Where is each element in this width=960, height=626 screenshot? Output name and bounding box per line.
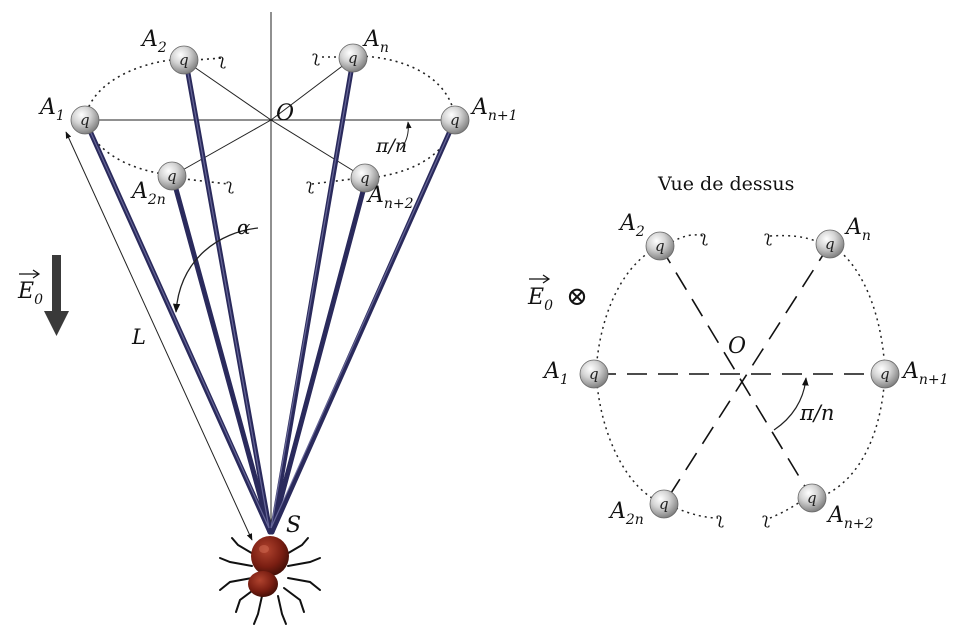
tilde-mark: ʅ bbox=[226, 175, 234, 194]
tilde-mark: ʅ bbox=[218, 50, 226, 69]
svg-text:q: q bbox=[450, 111, 460, 129]
charge-an2: q bbox=[350, 163, 380, 193]
charge-a1: q bbox=[70, 105, 100, 135]
top-circle-stub-an bbox=[769, 234, 819, 243]
tilde-mark: ʅ bbox=[700, 227, 708, 246]
top-charge-an1: q bbox=[870, 359, 900, 389]
top-label-an: An bbox=[844, 215, 871, 244]
side-view: L α q q q q q q ʅ ʅ ʅ bbox=[17, 12, 518, 625]
charge-circle-right-bottom bbox=[369, 117, 456, 179]
top-label-a2: A2 bbox=[618, 211, 645, 240]
charge-a2n: q bbox=[157, 161, 187, 191]
radius-a2n bbox=[171, 119, 272, 177]
label-an1: An+1 bbox=[470, 95, 518, 124]
charge-circle-stub-an2 bbox=[311, 177, 361, 185]
tilde-mark: ʅ bbox=[306, 175, 314, 194]
svg-text:E0: E0 bbox=[17, 279, 43, 308]
length-l-arrow bbox=[65, 131, 253, 541]
svg-text:q: q bbox=[880, 365, 890, 383]
svg-text:A2n: A2n bbox=[608, 499, 644, 528]
svg-text:q: q bbox=[589, 365, 599, 383]
top-charge-an: q bbox=[815, 229, 845, 259]
svg-text:q: q bbox=[659, 495, 669, 513]
thread-a2n bbox=[170, 175, 273, 535]
center-o-label-side: O bbox=[276, 101, 294, 126]
field-arrow-down bbox=[44, 255, 69, 336]
svg-text:A2: A2 bbox=[140, 27, 167, 56]
diameter-an-a2n bbox=[663, 243, 831, 505]
charge-an: q bbox=[338, 43, 368, 73]
svg-text:A2: A2 bbox=[618, 211, 645, 240]
top-view: Vue de dessus π/n O q q q bbox=[527, 173, 949, 532]
into-page-icon: ⊗ bbox=[566, 282, 588, 312]
label-a1: A1 bbox=[38, 95, 65, 124]
label-a2n: A2n bbox=[130, 179, 166, 208]
field-e0-top: E0 ⊗ bbox=[527, 274, 588, 314]
radius-an2 bbox=[270, 119, 366, 179]
svg-text:A1: A1 bbox=[542, 359, 569, 388]
tilde-mark: ʅ bbox=[312, 47, 320, 66]
top-label-a2n: A2n bbox=[608, 499, 644, 528]
top-circle-stub-a2n bbox=[675, 507, 719, 519]
svg-text:A2n: A2n bbox=[130, 179, 166, 208]
svg-text:An+1: An+1 bbox=[470, 95, 518, 124]
svg-text:An+1: An+1 bbox=[901, 359, 949, 388]
charge-circle-stub-a2 bbox=[194, 57, 223, 61]
svg-text:An+2: An+2 bbox=[366, 183, 414, 212]
svg-text:An: An bbox=[362, 27, 389, 56]
tilde-mark: ʅ bbox=[762, 509, 770, 528]
angle-alpha-arc bbox=[172, 227, 259, 313]
length-l-label: L bbox=[131, 325, 146, 349]
thread-an2 bbox=[269, 177, 369, 535]
center-o-label-top: O bbox=[728, 334, 746, 359]
svg-text:q: q bbox=[655, 237, 665, 255]
spider-icon bbox=[219, 536, 321, 625]
label-an: An bbox=[362, 27, 389, 56]
label-a2: A2 bbox=[140, 27, 167, 56]
svg-text:q: q bbox=[179, 51, 189, 69]
label-an2: An+2 bbox=[366, 183, 414, 212]
top-label-a1: A1 bbox=[542, 359, 569, 388]
charge-a2: q bbox=[169, 45, 199, 75]
top-view-title: Vue de dessus bbox=[657, 173, 794, 195]
svg-text:q: q bbox=[360, 169, 370, 187]
svg-text:E0: E0 bbox=[527, 285, 553, 314]
svg-text:q: q bbox=[80, 111, 90, 129]
tilde-mark: ʅ bbox=[716, 509, 724, 528]
svg-text:A1: A1 bbox=[38, 95, 65, 124]
svg-text:An+2: An+2 bbox=[826, 503, 874, 532]
charge-an1: q bbox=[440, 105, 470, 135]
top-circle-left bbox=[595, 245, 661, 503]
charge-circle-right-top bbox=[359, 55, 456, 119]
top-label-an1: An+1 bbox=[901, 359, 949, 388]
svg-text:q: q bbox=[167, 167, 177, 185]
radius-an bbox=[270, 57, 354, 121]
top-circle-stub-a2 bbox=[671, 234, 704, 243]
apex-s-label: S bbox=[286, 513, 301, 538]
radius-a2 bbox=[183, 59, 272, 121]
angle-pi-n-label-side: π/n bbox=[375, 135, 407, 157]
angle-alpha-label: α bbox=[237, 215, 251, 239]
svg-text:q: q bbox=[348, 49, 358, 67]
angle-pi-n-label-top: π/n bbox=[799, 401, 834, 425]
top-charge-a1: q bbox=[579, 359, 609, 389]
svg-text:An: An bbox=[844, 215, 871, 244]
top-charge-a2n: q bbox=[649, 489, 679, 519]
svg-text:q: q bbox=[807, 489, 817, 507]
diameter-a2-an2 bbox=[659, 245, 813, 499]
top-circle-stub-an2 bbox=[769, 501, 801, 519]
svg-text:q: q bbox=[825, 235, 835, 253]
angle-pi-n-arc-top bbox=[773, 377, 809, 431]
top-label-an2: An+2 bbox=[826, 503, 874, 532]
top-charge-an2: q bbox=[797, 483, 827, 513]
angle-pi-n-arc bbox=[399, 121, 412, 151]
field-e0-side: E0 bbox=[17, 269, 43, 308]
top-charge-a2: q bbox=[645, 231, 675, 261]
tilde-mark: ʅ bbox=[764, 227, 772, 246]
